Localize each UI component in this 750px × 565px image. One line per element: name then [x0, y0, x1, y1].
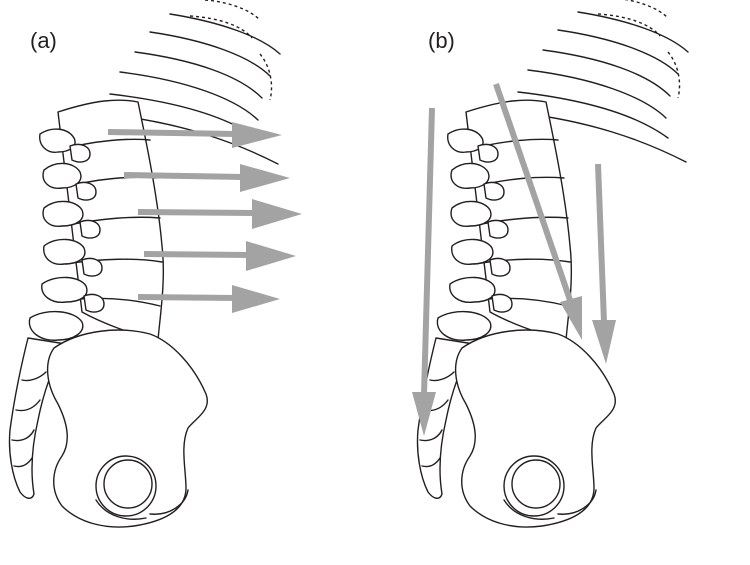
- panel-b-spine-pelvis: [416, 99, 617, 528]
- panel-a-arrows: [107, 122, 302, 313]
- arrow-b2: [493, 83, 582, 340]
- arrow-b3: [592, 163, 616, 364]
- arrow-a5: [137, 285, 280, 313]
- panel-b-label: (b): [428, 28, 455, 53]
- panel-b: (b): [412, 0, 689, 528]
- arrow-b1: [412, 107, 436, 436]
- panel-a-label: (a): [30, 28, 57, 53]
- arrow-a4: [143, 241, 296, 271]
- panel-a: (a): [8, 0, 302, 528]
- panel-a-spine-pelvis: [8, 99, 209, 528]
- arrow-a2: [123, 164, 290, 192]
- panel-b-arrows: [412, 83, 616, 436]
- arrow-a1: [107, 122, 282, 148]
- arrow-a3: [137, 199, 302, 229]
